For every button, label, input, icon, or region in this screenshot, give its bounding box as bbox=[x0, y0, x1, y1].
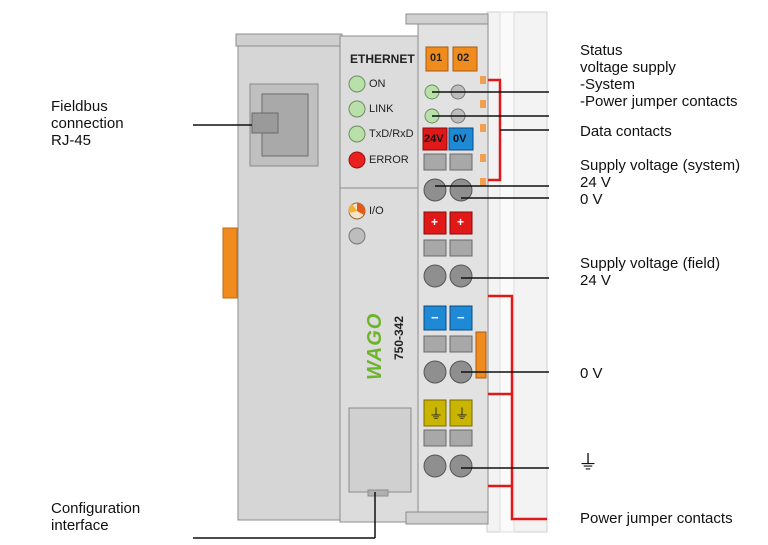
power-jumper-label: Power jumper contacts bbox=[580, 510, 733, 527]
supply-system-label: Supply voltage (system) 24 V 0 V bbox=[580, 157, 740, 208]
config-label: Configuration interface bbox=[51, 500, 140, 534]
supply-system-line-3: 0 V bbox=[580, 191, 603, 208]
fieldbus-line-3: RJ-45 bbox=[51, 132, 92, 149]
config-line-1: Configuration bbox=[51, 500, 141, 517]
ground-sign-2: ⏚ bbox=[455, 406, 469, 422]
din-rail-end bbox=[486, 11, 548, 533]
led-txd-rxd bbox=[348, 125, 366, 143]
model-number: 750-342 bbox=[392, 315, 406, 361]
supply-system-line-2: 24 V bbox=[580, 174, 611, 191]
data-contacts-label: Data contacts bbox=[580, 123, 672, 140]
fieldbus-line-1: Fieldbus bbox=[51, 98, 108, 115]
tag-0v-text: 0V bbox=[453, 133, 467, 145]
minus-sign-1: − bbox=[431, 310, 439, 325]
minus-sign-2: − bbox=[457, 310, 465, 325]
status-line-2: voltage supply bbox=[580, 59, 676, 76]
config-line-2: interface bbox=[51, 517, 109, 534]
wago-logo: WAGO bbox=[364, 312, 386, 380]
status-line-4: -Power jumper contacts bbox=[580, 93, 738, 110]
plus-sign-2: + bbox=[457, 215, 465, 229]
led-on bbox=[348, 75, 366, 93]
rj45-socket bbox=[249, 83, 319, 167]
status-tab-01-text: 01 bbox=[430, 52, 443, 64]
terminal-block bbox=[405, 13, 489, 525]
locking-clip bbox=[222, 227, 238, 299]
io-label: I/O bbox=[369, 205, 384, 217]
supply-system-line-1: Supply voltage (system) bbox=[580, 157, 741, 174]
field-minus-2 bbox=[449, 305, 473, 331]
status-line-1: Status bbox=[580, 42, 623, 59]
field-plus-1 bbox=[423, 211, 447, 235]
status-line-3: -System bbox=[580, 76, 636, 93]
led-on-label: ON bbox=[369, 78, 386, 90]
field-minus-1 bbox=[423, 305, 447, 331]
led-link bbox=[348, 100, 366, 118]
field-plus-2 bbox=[449, 211, 473, 235]
status-tab-02 bbox=[452, 46, 478, 72]
unlabeled-led bbox=[348, 227, 366, 245]
fieldbus-line-2: connection bbox=[51, 115, 124, 132]
ground-term-1 bbox=[423, 399, 447, 427]
ground-term-2 bbox=[449, 399, 473, 427]
ethernet-label: ETHERNET bbox=[350, 52, 415, 66]
tag-0v bbox=[448, 127, 474, 151]
housing-middle bbox=[339, 35, 419, 523]
tag-24v-text: 24V bbox=[424, 133, 444, 145]
status-tab-02-text: 02 bbox=[457, 52, 470, 64]
supply-field-line-1: Supply voltage (field) bbox=[580, 255, 721, 272]
status-label: Status voltage supply -System -Power jum… bbox=[580, 42, 738, 110]
leader-lines bbox=[193, 91, 549, 539]
supply-field-line-2: 24 V bbox=[580, 272, 611, 289]
led-error bbox=[348, 151, 366, 169]
fieldbus-label: Fieldbus connection RJ-45 bbox=[51, 98, 124, 149]
status-tab-01 bbox=[425, 46, 449, 72]
supply-field-label: Supply voltage (field) 24 V bbox=[580, 255, 720, 289]
led-error-label: ERROR bbox=[369, 154, 409, 166]
led-txd-rxd-label: TxD/RxD bbox=[369, 128, 414, 140]
ground-symbol: ⏚ bbox=[578, 452, 598, 474]
zero-v-label: 0 V bbox=[580, 365, 603, 382]
led-link-label: LINK bbox=[369, 103, 394, 115]
plus-sign-1: + bbox=[431, 215, 439, 229]
led-panel bbox=[348, 75, 366, 245]
tag-24v bbox=[422, 127, 448, 151]
ground-sign-1: ⏚ bbox=[429, 406, 443, 422]
